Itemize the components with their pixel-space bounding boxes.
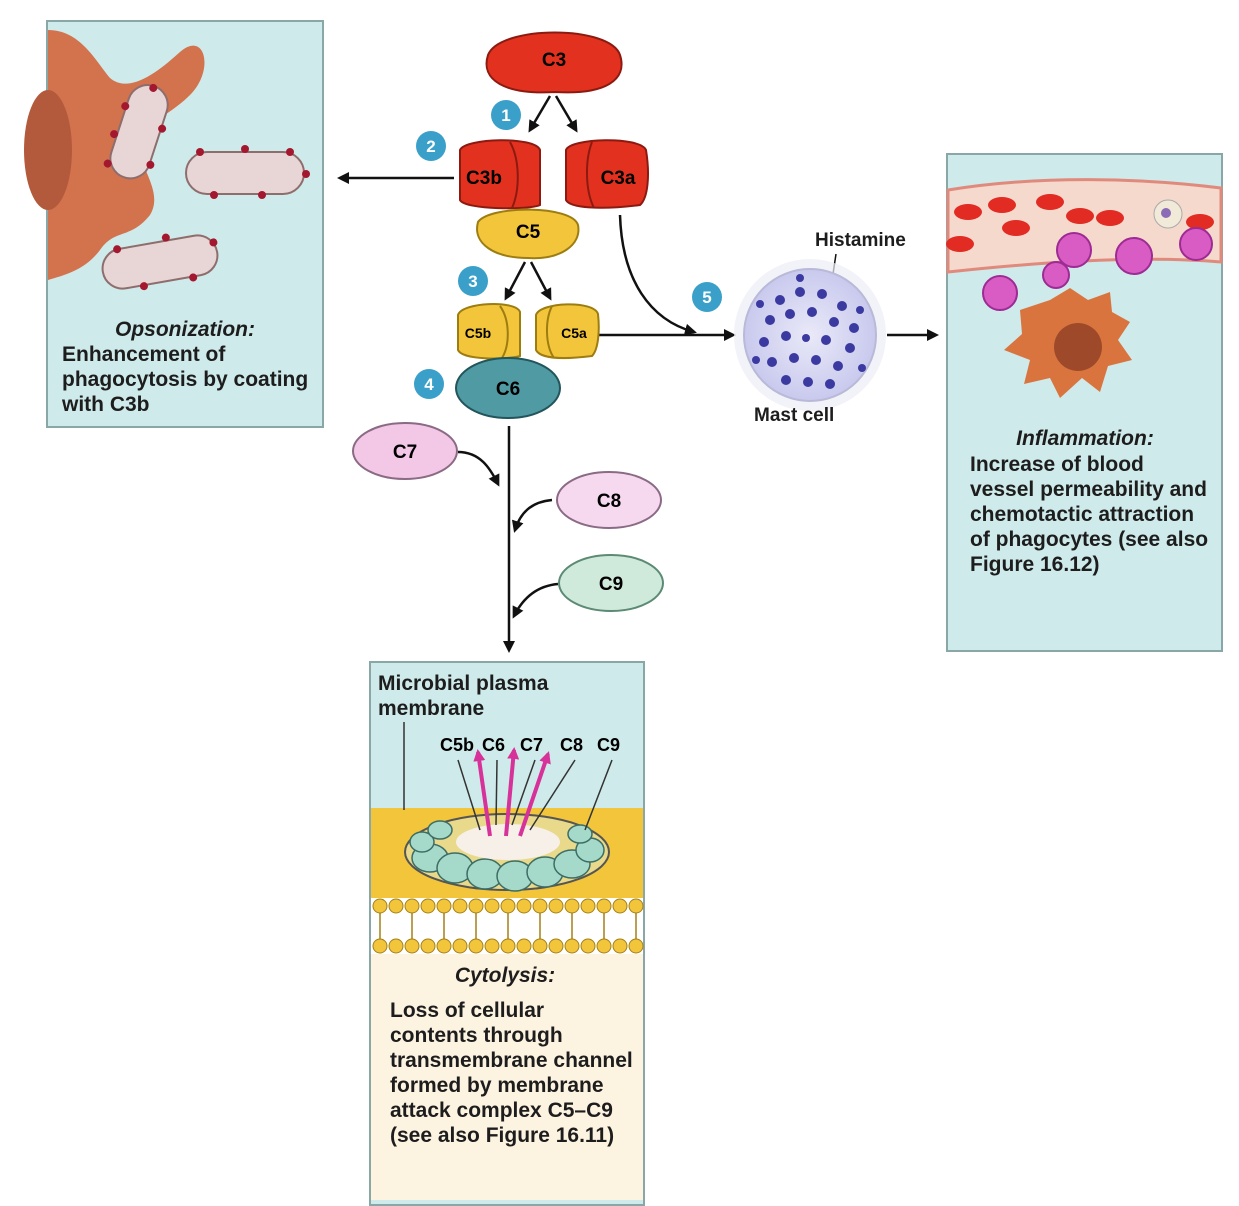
c3a-label: C3a [601, 168, 636, 189]
step-badge-3: 3 [458, 266, 488, 296]
c6-protein: C6 [455, 357, 561, 419]
svg-text:5: 5 [702, 288, 711, 307]
c5-label: C5 [516, 222, 541, 243]
channel-label-c8: C8 [560, 735, 583, 755]
inflammation-description: Increase of blood vessel permeability an… [970, 453, 1209, 576]
mast-cell-label: Mast cell [754, 405, 835, 426]
step-badge-4: 4 [414, 369, 444, 399]
c9-protein: C9 [558, 554, 664, 612]
c5a-fragment: C5a [535, 303, 600, 359]
c9-label: C9 [599, 574, 623, 595]
c3b-label: C3b [466, 168, 502, 189]
step-badge-2: 2 [416, 131, 446, 161]
membrane-label: Microbial plasma membrane [378, 672, 549, 720]
opsonization-description: Enhancement of phagocytosis by coating w… [62, 343, 309, 416]
c8-label: C8 [597, 491, 621, 512]
membrane-attack-complex-illustration: C5b C6 C7 C8 C9 [371, 722, 644, 1200]
svg-text:3: 3 [468, 272, 477, 291]
channel-label-c7: C7 [520, 735, 543, 755]
step-badge-5: 5 [692, 282, 722, 312]
opsonization-title: Opsonization: [115, 318, 255, 341]
blood-vessel-illustration [946, 178, 1223, 398]
c3-label: C3 [542, 50, 566, 71]
cytolysis-title: Cytolysis: [454, 964, 556, 987]
c8-protein: C8 [556, 471, 662, 529]
channel-label-c5b: C5b [440, 735, 474, 755]
c6-label: C6 [496, 379, 520, 400]
c5b-fragment: C5b [457, 303, 521, 360]
c3a-fragment: C3a [565, 139, 649, 209]
c5b-label: C5b [465, 325, 491, 341]
c7-label: C7 [393, 442, 417, 463]
pathway-arrows [337, 95, 939, 653]
c7-protein: C7 [352, 422, 458, 480]
inflammation-title: Inflammation: [1016, 427, 1154, 450]
c3-protein: C3 [485, 31, 623, 94]
phagocyte-illustration [24, 30, 310, 291]
channel-label-c6: C6 [482, 735, 505, 755]
step-badge-1: 1 [491, 100, 521, 130]
c5a-label: C5a [561, 325, 587, 341]
svg-text:2: 2 [426, 137, 435, 156]
svg-text:4: 4 [424, 375, 434, 394]
mast-cell [734, 259, 886, 411]
cytolysis-description: Loss of cellular contents through transm… [390, 999, 633, 1147]
channel-label-c9: C9 [597, 735, 620, 755]
histamine-label: Histamine [815, 230, 906, 251]
svg-text:1: 1 [501, 106, 510, 125]
c5-protein: C5 [476, 208, 580, 260]
c3b-fragment: C3b [459, 139, 541, 210]
